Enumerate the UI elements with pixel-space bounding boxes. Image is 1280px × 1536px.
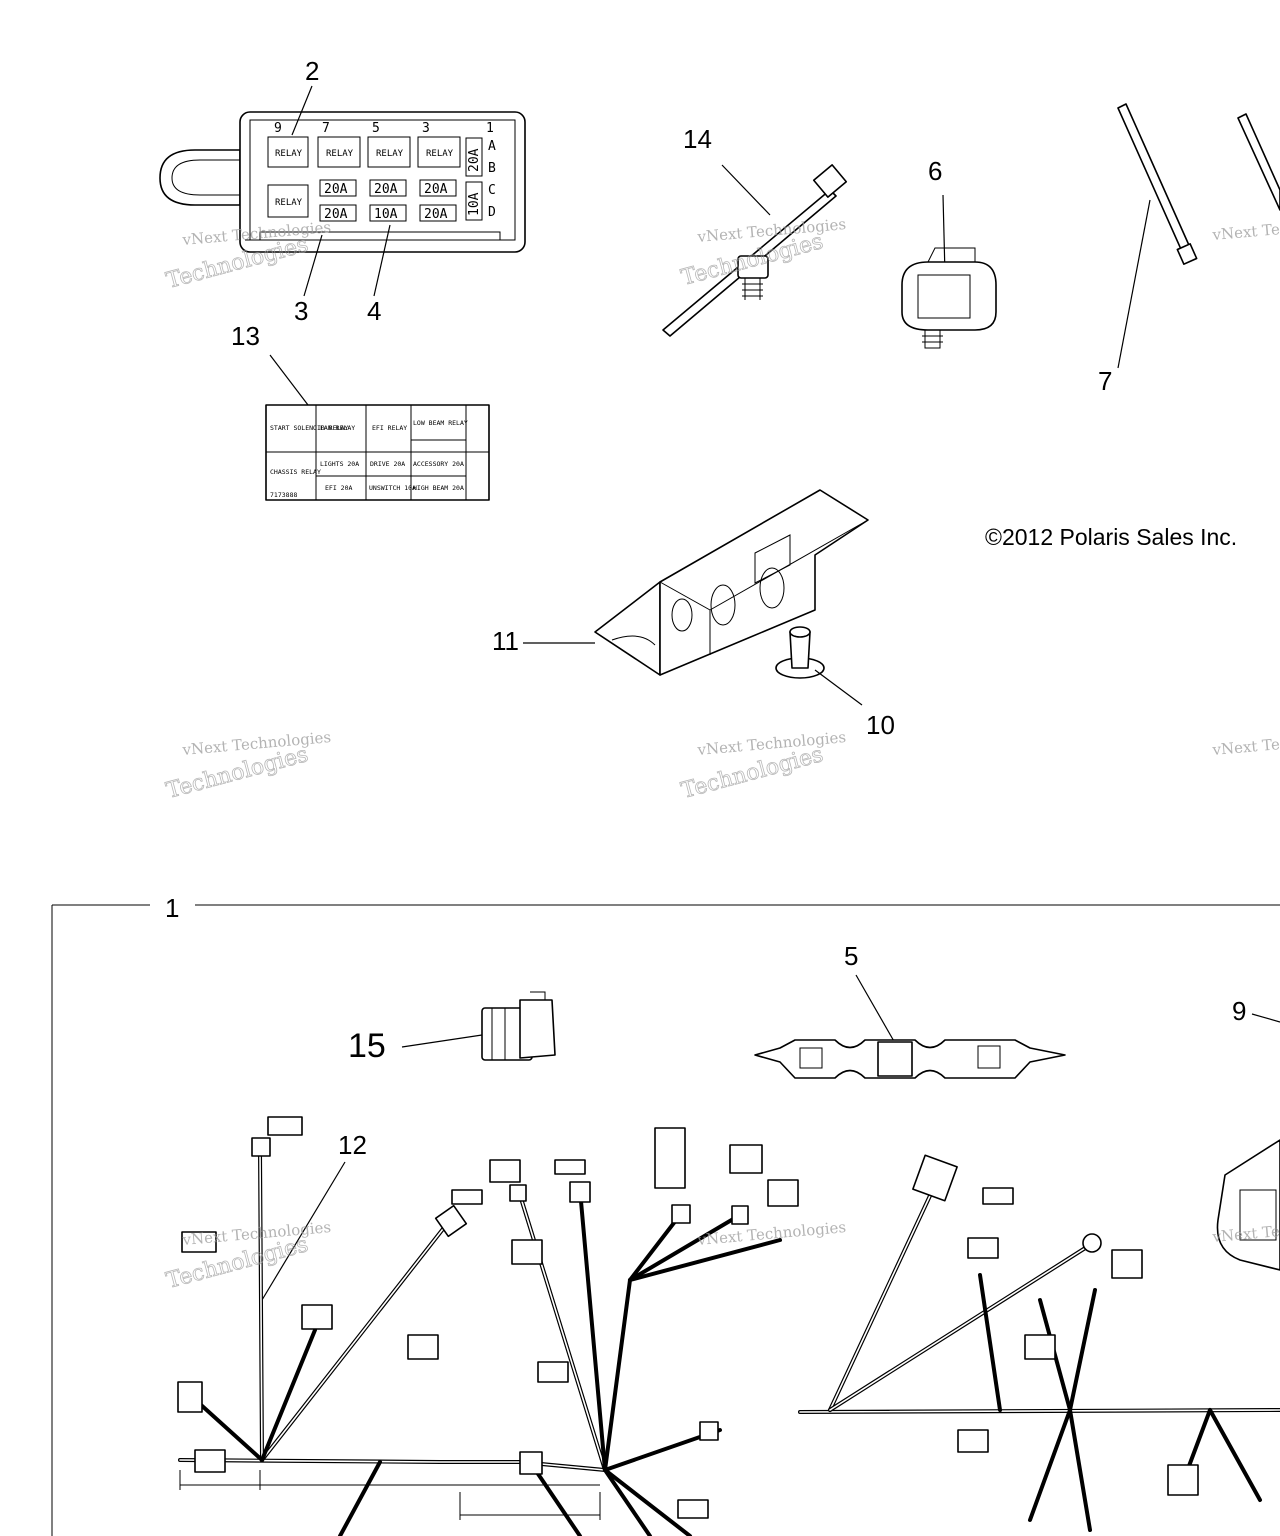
watermark-3: vNext Technologies bbox=[1211, 213, 1280, 244]
fuse-r2-3: 20A bbox=[424, 207, 448, 222]
fuse-label-decal[interactable]: START SOLENOID RELAY FAN RELAY EFI RELAY… bbox=[265, 404, 490, 501]
callout-12: 12 bbox=[338, 1130, 367, 1160]
row-C: C bbox=[488, 183, 496, 198]
connector-clip[interactable] bbox=[901, 247, 997, 349]
lbl-unswitch: UNSWITCH 10A bbox=[369, 484, 416, 492]
relay-label-1: RELAY bbox=[275, 149, 303, 159]
fuse-r1-3: 20A bbox=[424, 182, 448, 197]
svg-text:vNext Technologies: vNext Technologies bbox=[696, 1218, 847, 1249]
lbl-high-beam: HIGH BEAM 20A bbox=[413, 484, 464, 492]
fuse-r2-2: 10A bbox=[374, 207, 398, 222]
side-fuse-2: 10A bbox=[467, 192, 482, 216]
fuse-pos-9: 9 bbox=[274, 121, 282, 136]
callout-3: 3 bbox=[294, 296, 308, 326]
svg-text:vNext Technologies: vNext Technologies bbox=[1211, 728, 1280, 759]
callout-7: 7 bbox=[1098, 366, 1112, 396]
relay-label-3: RELAY bbox=[376, 149, 404, 159]
watermark-7: vNext Technologies Technologies bbox=[163, 1218, 331, 1294]
main-wire-harness[interactable] bbox=[177, 1116, 799, 1536]
lbl-accessory: ACCESSORY 20A bbox=[413, 460, 464, 468]
lbl-efi-relay: EFI RELAY bbox=[372, 424, 407, 432]
side-fuse-1: 20A bbox=[467, 148, 482, 172]
secondary-wire-harness[interactable] bbox=[798, 1139, 1280, 1532]
relay-label-4: RELAY bbox=[426, 149, 454, 159]
row-B: B bbox=[488, 161, 496, 176]
watermark-6: vNext Technologies bbox=[1211, 728, 1280, 759]
lbl-efi: EFI 20A bbox=[325, 484, 352, 492]
callout-13: 13 bbox=[231, 321, 260, 351]
connector-15[interactable] bbox=[481, 991, 556, 1061]
callout-1: 1 bbox=[165, 893, 179, 923]
lbl-part-no: 7173888 bbox=[270, 491, 297, 499]
svg-text:vNext Technologies: vNext Technologies bbox=[1211, 213, 1280, 244]
fuse-pos-1: 1 bbox=[486, 121, 494, 136]
callout-14: 14 bbox=[683, 124, 712, 154]
fuse-pos-5: 5 bbox=[372, 121, 380, 136]
tie-strap[interactable] bbox=[1117, 103, 1280, 265]
callout-5: 5 bbox=[844, 941, 858, 971]
cable-tie-mount[interactable] bbox=[662, 164, 848, 337]
fuse-r1-2: 20A bbox=[374, 182, 398, 197]
watermark-1: vNext Technologies Technologies bbox=[163, 218, 331, 294]
callout-2: 2 bbox=[305, 56, 319, 86]
watermark-2: vNext Technologies Technologies bbox=[678, 215, 846, 291]
row-A: A bbox=[488, 139, 496, 154]
watermark-8: vNext Technologies bbox=[696, 1218, 847, 1249]
watermark-4: vNext Technologies Technologies bbox=[163, 728, 331, 804]
lbl-lights: LIGHTS 20A bbox=[320, 460, 359, 468]
lbl-fan-relay: FAN RELAY bbox=[320, 424, 355, 432]
lbl-start-solenoid: START SOLENOID RELAY bbox=[270, 424, 348, 432]
lbl-drive: DRIVE 20A bbox=[370, 460, 405, 468]
push-rivet[interactable] bbox=[775, 626, 825, 679]
fuse-pos-3: 3 bbox=[422, 121, 430, 136]
lbl-chassis-relay: CHASSIS RELAY bbox=[270, 468, 321, 476]
fuse-pos-7: 7 bbox=[322, 121, 330, 136]
watermark-5: vNext Technologies Technologies bbox=[678, 728, 846, 804]
fuse-box[interactable]: 9 7 5 3 1 RELAY RELAY RELAY RELAY RELAY … bbox=[159, 111, 526, 253]
lbl-low-beam: LOW BEAM RELAY bbox=[413, 419, 468, 427]
callout-11: 11 bbox=[492, 626, 519, 656]
row-D: D bbox=[488, 205, 496, 220]
callout-15: 15 bbox=[348, 1027, 386, 1065]
relay-label-2: RELAY bbox=[326, 149, 354, 159]
fuse-r1-1: 20A bbox=[324, 182, 348, 197]
mounting-bracket[interactable] bbox=[594, 489, 869, 676]
inline-fuse-holder[interactable] bbox=[754, 1039, 1066, 1079]
relay-label-5: RELAY bbox=[275, 198, 303, 208]
callout-9: 9 bbox=[1232, 996, 1246, 1026]
callout-4: 4 bbox=[367, 296, 381, 326]
callout-6: 6 bbox=[928, 156, 942, 186]
fuse-r2-1: 20A bbox=[324, 207, 348, 222]
callout-10: 10 bbox=[866, 710, 895, 740]
copyright-text: ©2012 Polaris Sales Inc. bbox=[985, 524, 1237, 550]
